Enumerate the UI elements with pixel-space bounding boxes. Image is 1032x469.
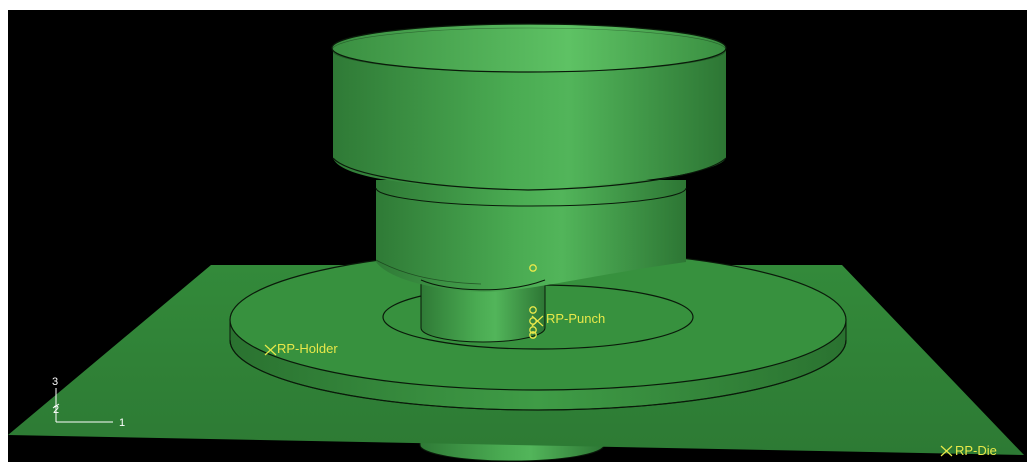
axis-triad	[52, 388, 113, 423]
rp-punch-label: RP-Punch	[546, 311, 605, 326]
axis-2-label: 2	[53, 404, 59, 416]
punch-body[interactable]	[375, 180, 687, 292]
rp-die-marker[interactable]: RP-Die	[940, 443, 997, 458]
axis-3-label: 3	[52, 376, 58, 388]
node-markers	[529, 264, 537, 339]
rp-die-label: RP-Die	[955, 443, 997, 458]
rp-holder-marker[interactable]: RP-Holder	[264, 341, 338, 356]
3d-viewport[interactable]: RP-Punch RP-Holder RP-Die 1 2 3	[8, 10, 1027, 462]
rp-holder-label: RP-Holder	[277, 341, 338, 356]
punch-top-cylinder[interactable]	[331, 23, 727, 191]
punch-nose[interactable]	[420, 279, 546, 343]
rp-punch-marker[interactable]: RP-Punch	[531, 311, 605, 327]
axis-1-label: 1	[119, 417, 125, 429]
